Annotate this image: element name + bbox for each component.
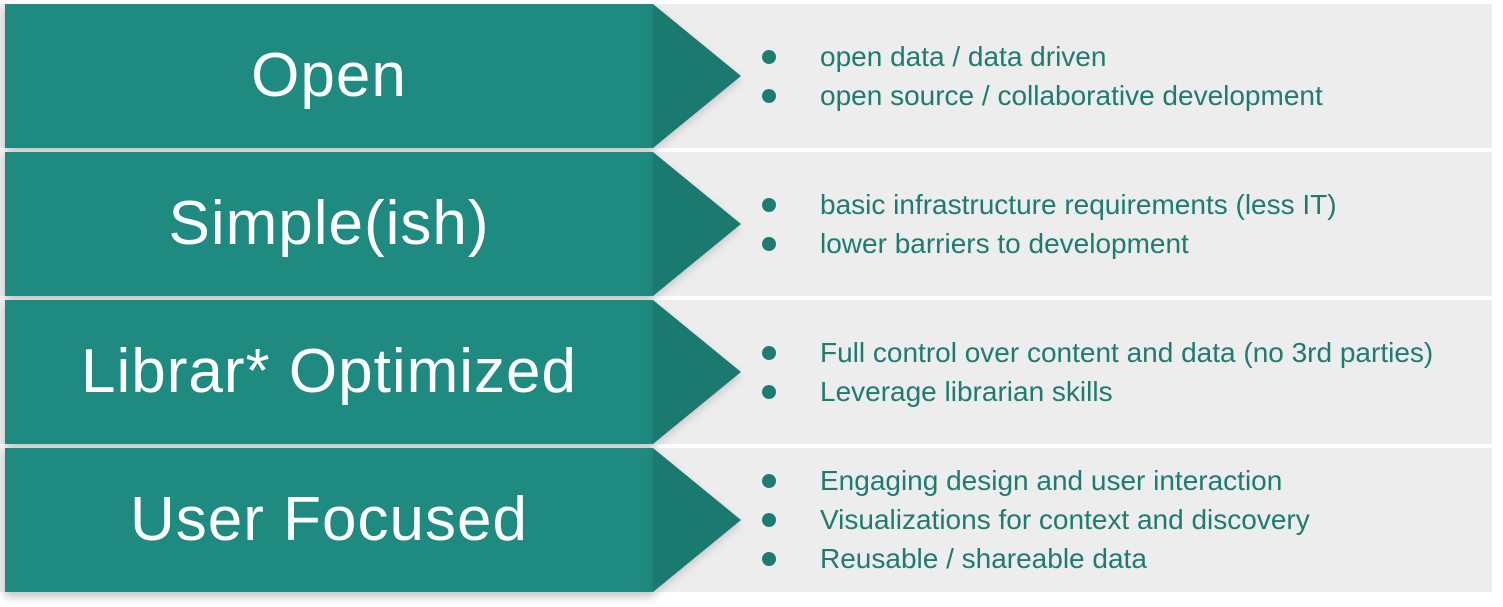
bullet-dot-icon (762, 552, 776, 566)
bullet-list: Engaging design and user interaction Vis… (762, 448, 1492, 592)
banner-title: Librar* Optimized (81, 337, 577, 406)
banner-rect: Librar* Optimized (5, 300, 653, 444)
bullet-item: open source / collaborative development (762, 76, 1492, 115)
arrow-right-icon (653, 448, 741, 592)
bullet-list: open data / data driven open source / co… (762, 4, 1492, 148)
bullet-dot-icon (762, 197, 776, 212)
bullet-item: Engaging design and user interaction (762, 462, 1492, 501)
bullet-text: Leverage librarian skills (820, 375, 1113, 407)
bullet-dot-icon (762, 49, 776, 64)
banner-rect: Open (5, 4, 653, 148)
bullet-item: open data / data driven (762, 37, 1492, 76)
bullet-dot-icon (762, 474, 776, 488)
banner-title: Open (251, 41, 407, 110)
bullet-text: Engaging design and user interaction (820, 465, 1283, 496)
bullet-text: Reusable / shareable data (820, 543, 1147, 574)
bullet-item: Reusable / shareable data (762, 540, 1492, 579)
banner-simple: Simple(ish) (5, 152, 741, 296)
banner-title: User Focused (130, 485, 528, 554)
feature-row-user-focused: User Focused Engaging design and user in… (0, 448, 1492, 592)
banner-rect: Simple(ish) (5, 152, 653, 296)
bullet-dot-icon (762, 384, 776, 399)
bullet-text: Full control over content and data (no 3… (820, 336, 1434, 368)
banner-librar-optimized: Librar* Optimized (5, 300, 741, 444)
bullet-item: Visualizations for context and discovery (762, 501, 1492, 540)
bullet-item: lower barriers to development (762, 224, 1492, 263)
feature-row-simple: Simple(ish) basic infrastructure require… (0, 152, 1492, 296)
bullet-dot-icon (762, 345, 776, 360)
bullet-list: basic infrastructure requirements (less … (762, 152, 1492, 296)
arrow-right-icon (653, 152, 741, 296)
feature-row-librar-optimized: Librar* Optimized Full control over cont… (0, 300, 1492, 444)
feature-row-open: Open open data / data driven open source… (0, 4, 1492, 148)
bullet-text: lower barriers to development (820, 227, 1189, 259)
bullet-item: Full control over content and data (no 3… (762, 333, 1492, 372)
banner-rect: User Focused (5, 448, 653, 592)
banner-user-focused: User Focused (5, 448, 741, 592)
arrow-right-icon (653, 4, 741, 148)
bullet-text: Visualizations for context and discovery (820, 504, 1310, 535)
feature-rows: Open open data / data driven open source… (0, 4, 1492, 592)
bullet-text: basic infrastructure requirements (less … (820, 188, 1337, 220)
banner-open: Open (5, 4, 741, 148)
banner-title: Simple(ish) (168, 189, 490, 258)
bullet-text: open data / data driven (820, 40, 1107, 72)
bullet-item: basic infrastructure requirements (less … (762, 185, 1492, 224)
bullet-list: Full control over content and data (no 3… (762, 300, 1492, 444)
bullet-dot-icon (762, 88, 776, 103)
bullet-text: open source / collaborative development (820, 79, 1323, 111)
arrow-right-icon (653, 300, 741, 444)
bullet-item: Leverage librarian skills (762, 372, 1492, 411)
bullet-dot-icon (762, 513, 776, 527)
bullet-dot-icon (762, 236, 776, 251)
